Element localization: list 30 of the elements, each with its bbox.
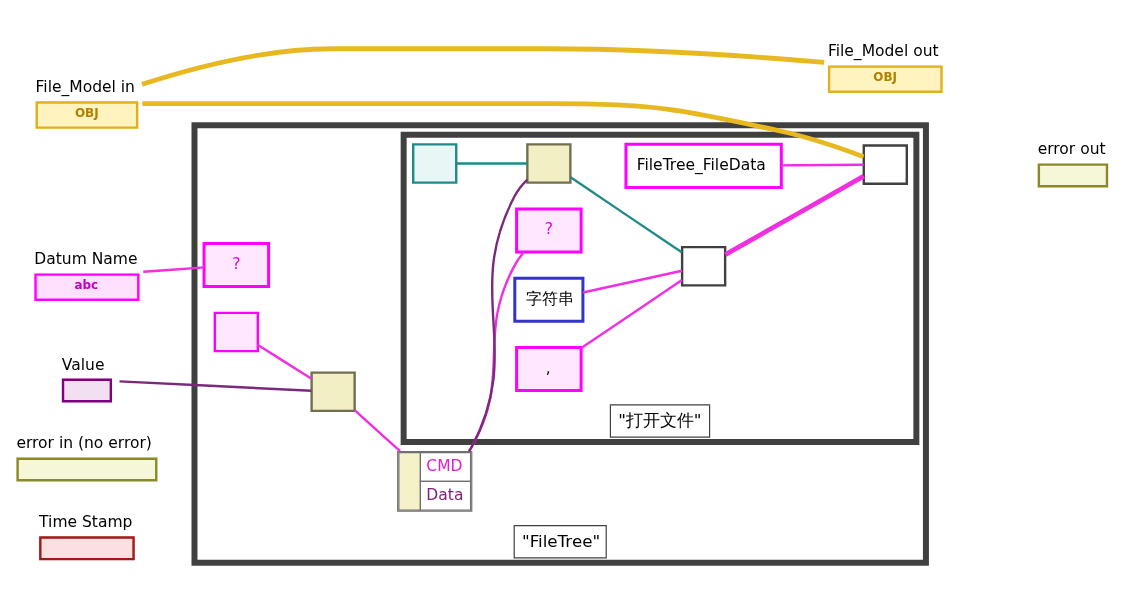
connector (119, 379, 312, 392)
node-label: error out (1037, 139, 1106, 158)
node-box: FileTree_FileData (624, 142, 783, 189)
connector (141, 45, 825, 87)
node-box: ? (202, 241, 271, 288)
connector (257, 343, 313, 380)
node-box (412, 142, 458, 184)
connector (569, 175, 683, 253)
node-box (862, 143, 908, 185)
connector (456, 161, 528, 165)
connector (781, 163, 864, 167)
node-box (310, 370, 356, 412)
connector (354, 408, 401, 452)
node-label: Datum Name (34, 249, 138, 268)
node-label: Value (61, 355, 105, 374)
node-box: 字符串 (513, 276, 585, 323)
node-label: error in (no error) (16, 433, 152, 452)
node-box (526, 142, 572, 184)
node-label: File_Model in (35, 77, 135, 96)
connector (580, 278, 683, 349)
node-box: ? (515, 206, 583, 253)
connector (724, 173, 865, 257)
node-label: File_Model out (827, 41, 939, 60)
node-box (680, 245, 727, 287)
connector (142, 100, 865, 159)
node-box: , (515, 345, 583, 392)
connector (143, 265, 205, 273)
node-box (213, 311, 260, 352)
connector (582, 269, 683, 294)
node-label: Time Stamp (39, 512, 133, 531)
